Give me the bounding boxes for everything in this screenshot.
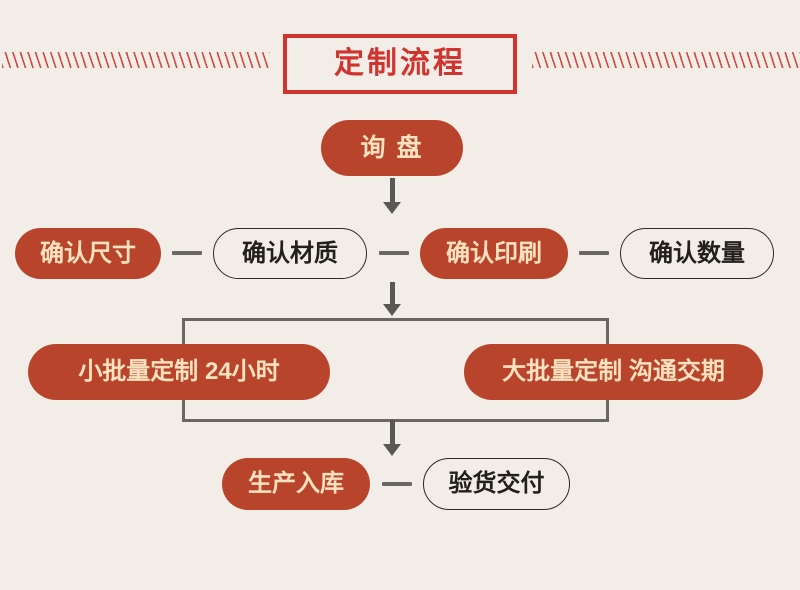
bracket-bottom-left-rise bbox=[182, 400, 185, 421]
node-inspection-delivery-label: 验货交付 bbox=[448, 470, 545, 497]
node-production-stock-label: 生产入库 bbox=[248, 470, 344, 497]
node-inquiry[interactable]: 询 盘 bbox=[321, 120, 463, 176]
node-inspection-delivery[interactable]: 验货交付 bbox=[423, 458, 570, 510]
node-confirm-printing-label: 确认印刷 bbox=[446, 239, 542, 267]
arrow-batch-to-final-shaft bbox=[390, 420, 395, 446]
connector-dash-4 bbox=[382, 482, 412, 486]
hatch-rule-right-icon bbox=[532, 52, 800, 68]
node-inquiry-label: 询 盘 bbox=[360, 133, 424, 162]
node-confirm-material-label: 确认材质 bbox=[242, 239, 338, 267]
arrow-inquiry-to-confirm-head bbox=[383, 202, 401, 214]
node-confirm-size[interactable]: 确认尺寸 bbox=[15, 228, 161, 279]
node-confirm-size-label: 确认尺寸 bbox=[40, 239, 136, 267]
node-small-batch-label: 小批量定制 24小时 bbox=[78, 358, 280, 385]
node-production-stock[interactable]: 生产入库 bbox=[222, 458, 370, 510]
node-confirm-quantity-label: 确认数量 bbox=[649, 239, 745, 267]
node-large-batch-label: 大批量定制 沟通交期 bbox=[502, 358, 725, 385]
connector-dash-3 bbox=[579, 251, 609, 255]
arrow-confirm-to-split-head bbox=[383, 304, 401, 316]
connector-dash-2 bbox=[379, 251, 409, 255]
hatch-rule-left-icon bbox=[2, 52, 270, 68]
node-large-batch[interactable]: 大批量定制 沟通交期 bbox=[464, 344, 763, 400]
node-small-batch[interactable]: 小批量定制 24小时 bbox=[28, 344, 330, 400]
arrow-batch-to-final-head bbox=[383, 444, 401, 456]
bracket-bottom-right-rise bbox=[606, 400, 609, 421]
arrow-confirm-to-split-shaft bbox=[390, 282, 395, 306]
bracket-top-horizontal bbox=[182, 318, 609, 321]
page-title-box: 定制流程 bbox=[283, 34, 517, 94]
bracket-bottom-horizontal bbox=[182, 419, 609, 422]
node-confirm-printing[interactable]: 确认印刷 bbox=[420, 228, 568, 279]
arrow-inquiry-to-confirm-shaft bbox=[390, 178, 395, 204]
node-confirm-quantity[interactable]: 确认数量 bbox=[620, 228, 774, 279]
bracket-top-right-drop bbox=[606, 318, 609, 344]
connector-dash-1 bbox=[172, 251, 202, 255]
node-confirm-material[interactable]: 确认材质 bbox=[213, 228, 367, 279]
bracket-top-left-drop bbox=[182, 318, 185, 344]
page-title: 定制流程 bbox=[334, 47, 466, 80]
header-band: 定制流程 bbox=[0, 16, 800, 94]
